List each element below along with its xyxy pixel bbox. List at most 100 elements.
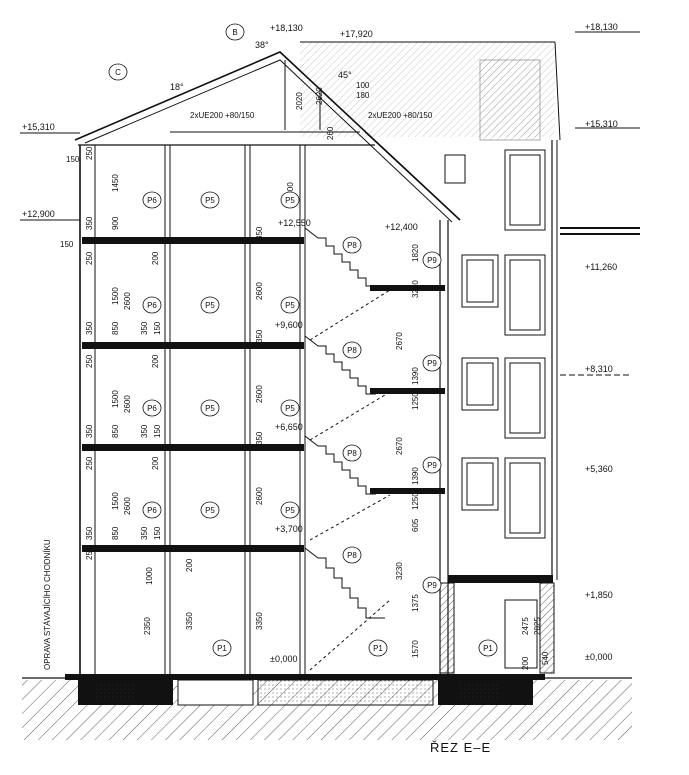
dimension-label: 900: [111, 216, 120, 230]
roof: [74, 41, 561, 223]
room-code-p5: P5: [285, 506, 295, 515]
elevation-inner-label: +3,700: [275, 524, 303, 534]
dimension-label: 350: [85, 216, 94, 230]
room-code-p9: P9: [427, 581, 437, 590]
room-code-p6-circle: [142, 501, 162, 519]
elevation-inner-label: +18,130: [270, 23, 303, 33]
room-code-p8: P8: [347, 449, 357, 458]
room-code-p9: P9: [427, 359, 437, 368]
dimension-label: 350: [140, 321, 149, 335]
dimension-label: 2600: [123, 292, 132, 310]
room-code-p5-circle: [200, 399, 220, 417]
dimension-label: 1250: [411, 492, 420, 510]
elevation-right-label: +11,260: [585, 262, 617, 272]
elevation-inner-label: +12,550: [278, 218, 311, 228]
dimension-label: 3290: [411, 280, 420, 298]
dimension-label: 1375: [411, 594, 420, 612]
dimension-label: 2350: [143, 617, 152, 635]
elevation-right-label: +18,130: [585, 22, 618, 32]
dimension-label: 1500: [111, 390, 120, 408]
roof-dim-label: 2020: [295, 92, 304, 110]
room-code-p5: P5: [285, 404, 295, 413]
room-code-p1-circle: [212, 639, 232, 657]
room-code-p5-circle: [200, 296, 220, 314]
room-code-p5: P5: [205, 506, 215, 515]
building-outline: [79, 140, 558, 675]
elevation-inner-label: +9,600: [275, 320, 303, 330]
elevation-inner-label: +6,650: [275, 422, 303, 432]
dimension-label: 250: [85, 456, 94, 470]
dimension-label: 1450: [111, 174, 120, 192]
dimension-label: 150: [66, 155, 80, 164]
section-marker-c-circle: [108, 63, 128, 81]
elevation-right-label: +5,360: [585, 464, 613, 474]
roof-angle-label: 45°: [338, 70, 352, 80]
room-code-p9: P9: [427, 256, 437, 265]
dimension-label: 1500: [111, 287, 120, 305]
room-code-p5: P5: [205, 404, 215, 413]
room-code-p6-circle: [142, 399, 162, 417]
dimension-label: 350: [85, 424, 94, 438]
dimension-label: 2600: [255, 282, 264, 300]
dimension-label: 350: [255, 226, 264, 240]
elevation-inner-label: ±0,000: [270, 654, 297, 664]
roof-angle-label: 38°: [255, 40, 269, 50]
dimension-label: 2670: [395, 437, 404, 455]
elevation-right-label: +1,850: [585, 590, 613, 600]
room-code-p5-circle: [280, 191, 300, 209]
dimension-label: 350: [255, 431, 264, 445]
room-code-p5: P5: [285, 196, 295, 205]
dimension-label: 1000: [145, 567, 154, 585]
room-code-p5: P5: [205, 196, 215, 205]
dimension-label: 2025: [533, 617, 542, 635]
elevation-right-label: +8,310: [585, 364, 613, 374]
room-code-p5-circle: [280, 296, 300, 314]
dimension-label: 850: [111, 424, 120, 438]
room-code-p5-circle: [200, 501, 220, 519]
room-code-p9-circle: [422, 251, 442, 269]
room-code-p8: P8: [347, 551, 357, 560]
room-code-p1-circle: [478, 639, 498, 657]
room-code-p8: P8: [347, 346, 357, 355]
dimension-label: 350: [140, 424, 149, 438]
room-code-p9-circle: [422, 354, 442, 372]
dimension-label: 2600: [123, 497, 132, 515]
room-code-p1-circle: [368, 639, 388, 657]
room-code-p8-circle: [342, 236, 362, 254]
dimension-label: 150: [60, 240, 74, 249]
dimension-label: 350: [85, 526, 94, 540]
room-code-p9: P9: [427, 461, 437, 470]
elevation-inner-label: +12,400: [385, 222, 418, 232]
elevation-left-label: +15,310: [22, 122, 55, 132]
roof-dim-label: 100: [356, 81, 370, 90]
dimension-label: 200: [151, 456, 160, 470]
dimension-label: 350: [255, 329, 264, 343]
dimension-label: 350: [85, 321, 94, 335]
roof-dim-label: 2800: [286, 182, 295, 200]
dimension-label: 605: [411, 518, 420, 532]
room-code-p5-circle: [280, 399, 300, 417]
dimension-label: 1390: [411, 467, 420, 485]
dimension-label: 1250: [411, 392, 420, 410]
dimension-label: 540: [541, 651, 550, 665]
room-code-p5: P5: [205, 301, 215, 310]
dimension-label: 200: [151, 251, 160, 265]
dimension-label: 200: [151, 354, 160, 368]
room-code-p6-circle: [142, 296, 162, 314]
elevation-left-label: +12,900: [22, 209, 55, 219]
dimension-label: 200: [521, 656, 530, 670]
room-code-p5-circle: [280, 501, 300, 519]
room-code-p1: P1: [373, 644, 383, 653]
dimension-label: 150: [153, 526, 162, 540]
dimension-label: 1820: [411, 244, 420, 262]
elevation-right-label: +15,310: [585, 119, 618, 129]
room-code-p9-circle: [422, 456, 442, 474]
dimension-label: 1570: [411, 640, 420, 658]
dimension-label: 150: [153, 424, 162, 438]
dimension-label: 250: [85, 354, 94, 368]
room-code-p9-circle: [422, 576, 442, 594]
dimension-label: 200: [185, 558, 194, 572]
dimension-label: 350: [140, 526, 149, 540]
room-code-p1: P1: [483, 644, 493, 653]
